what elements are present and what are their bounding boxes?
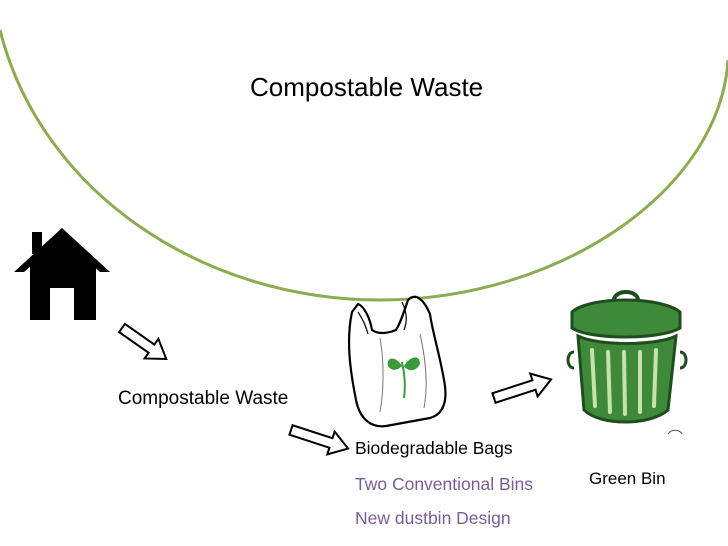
house-icon xyxy=(14,228,110,320)
flow-item-biodegradable-bags: Biodegradable Bags xyxy=(355,438,513,459)
flow-item-two-conventional-bins: Two Conventional Bins xyxy=(355,474,533,495)
arrow-icon xyxy=(490,368,554,409)
arrow-icon xyxy=(115,318,173,369)
plastic-bag-icon xyxy=(349,297,445,426)
diagram-title: Compostable Waste xyxy=(250,72,483,103)
source-label: Compostable Waste xyxy=(118,388,288,410)
trash-bin-icon xyxy=(568,292,686,434)
destination-label: Green Bin xyxy=(589,469,666,489)
flow-item-new-dustbin-design: New dustbin Design xyxy=(355,508,511,529)
compost-circle-outline xyxy=(0,30,728,300)
arrow-icon xyxy=(287,419,351,460)
